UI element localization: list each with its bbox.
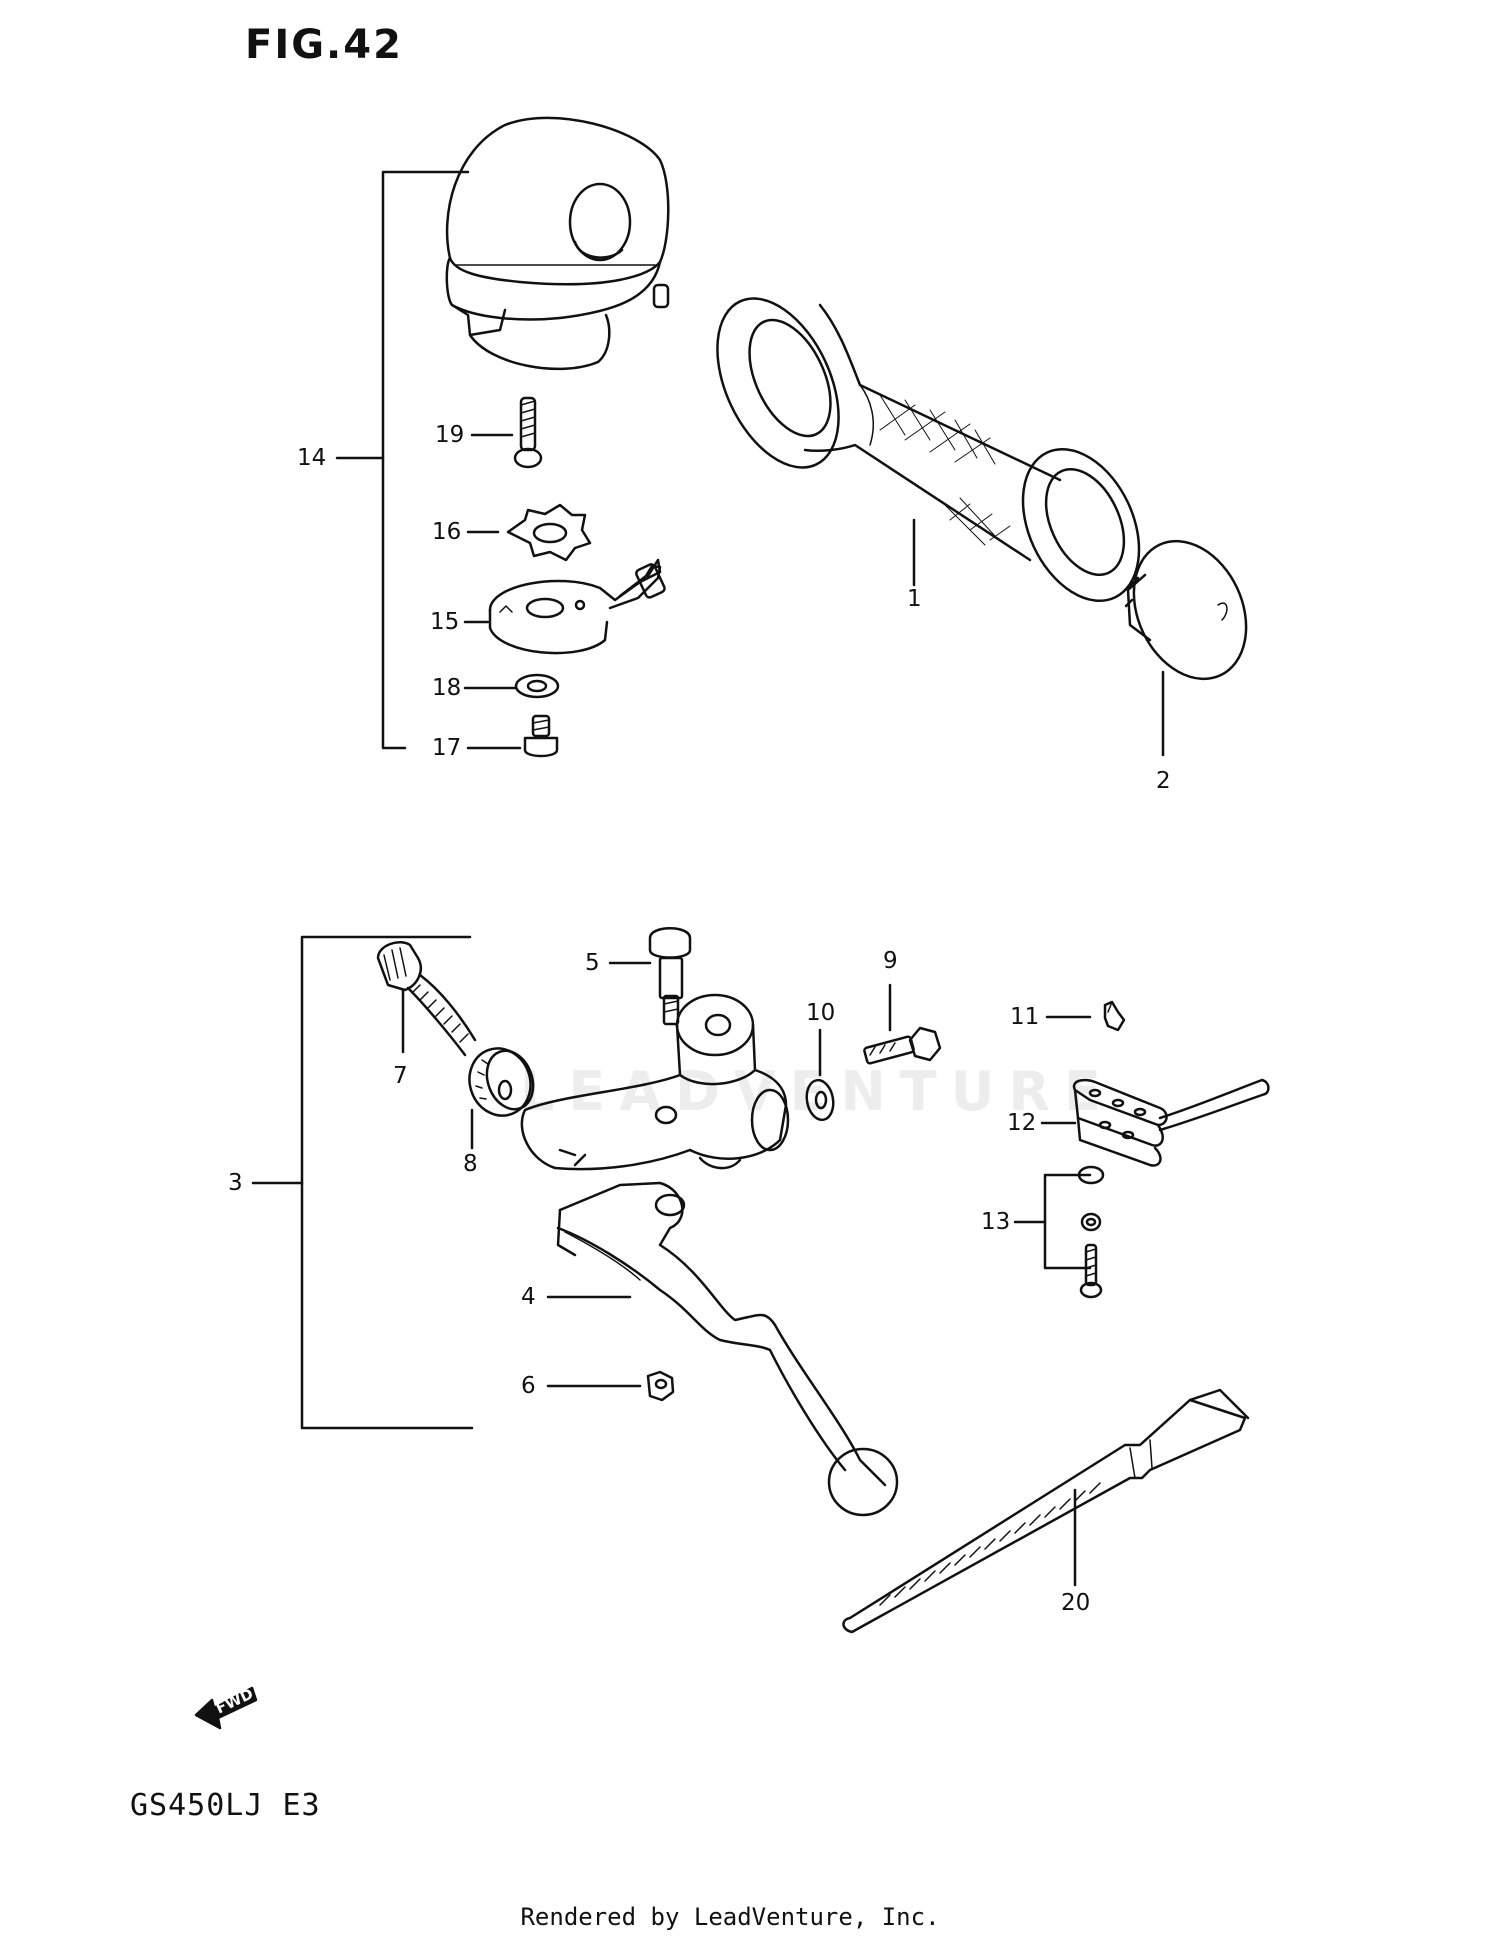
callout-15: 15 [430,609,460,635]
model-code: GS450LJ E3 [130,1788,321,1823]
bracket-3 [251,935,474,1430]
washer-16 [466,503,592,562]
lever-bracket [520,993,790,1171]
callout-11: 11 [1010,1004,1040,1030]
bracket-14 [335,170,470,750]
callout-19: 19 [435,422,465,448]
callout-18: 18 [432,675,462,701]
callout-20: 20 [1061,1590,1091,1616]
washer-18 [463,673,560,699]
clutch-switch-12 [1040,1078,1270,1167]
callout-5: 5 [585,950,600,976]
bolt-9 [863,983,942,1065]
pin-11 [1045,1000,1126,1032]
callout-12: 12 [1007,1110,1037,1136]
callout-14: 14 [297,445,327,471]
lock-nut-8 [468,1047,535,1150]
cable-drum-15 [463,558,666,655]
callout-6: 6 [521,1373,536,1399]
handlebar-grip [716,297,1141,603]
clutch-lever-4 [546,1181,899,1517]
throttle-housing [445,116,670,371]
figure-title: FIG.42 [245,22,403,68]
callout-13: 13 [981,1209,1011,1235]
screw-set-13 [1013,1165,1105,1299]
screw-19 [470,396,543,469]
callout-2: 2 [1156,768,1171,794]
callout-9: 9 [883,948,898,974]
callout-8: 8 [463,1151,478,1177]
callout-1: 1 [907,586,922,612]
callout-7: 7 [393,1063,408,1089]
callout-10: 10 [806,1000,836,1026]
screw-17 [466,714,559,758]
cable-tie-20 [842,1388,1250,1634]
fwd-arrow-icon [194,1686,258,1730]
bar-end-weight [1124,539,1248,757]
callout-16: 16 [432,519,462,545]
washer-10 [805,1028,835,1122]
callout-17: 17 [432,735,462,761]
callout-4: 4 [521,1284,536,1310]
adjuster-bolt-7 [376,941,477,1057]
callout-3: 3 [228,1170,243,1196]
nut-6 [546,1370,675,1402]
render-credit: Rendered by LeadVenture, Inc. [520,1903,940,1931]
pivot-bolt-5 [608,927,692,1026]
